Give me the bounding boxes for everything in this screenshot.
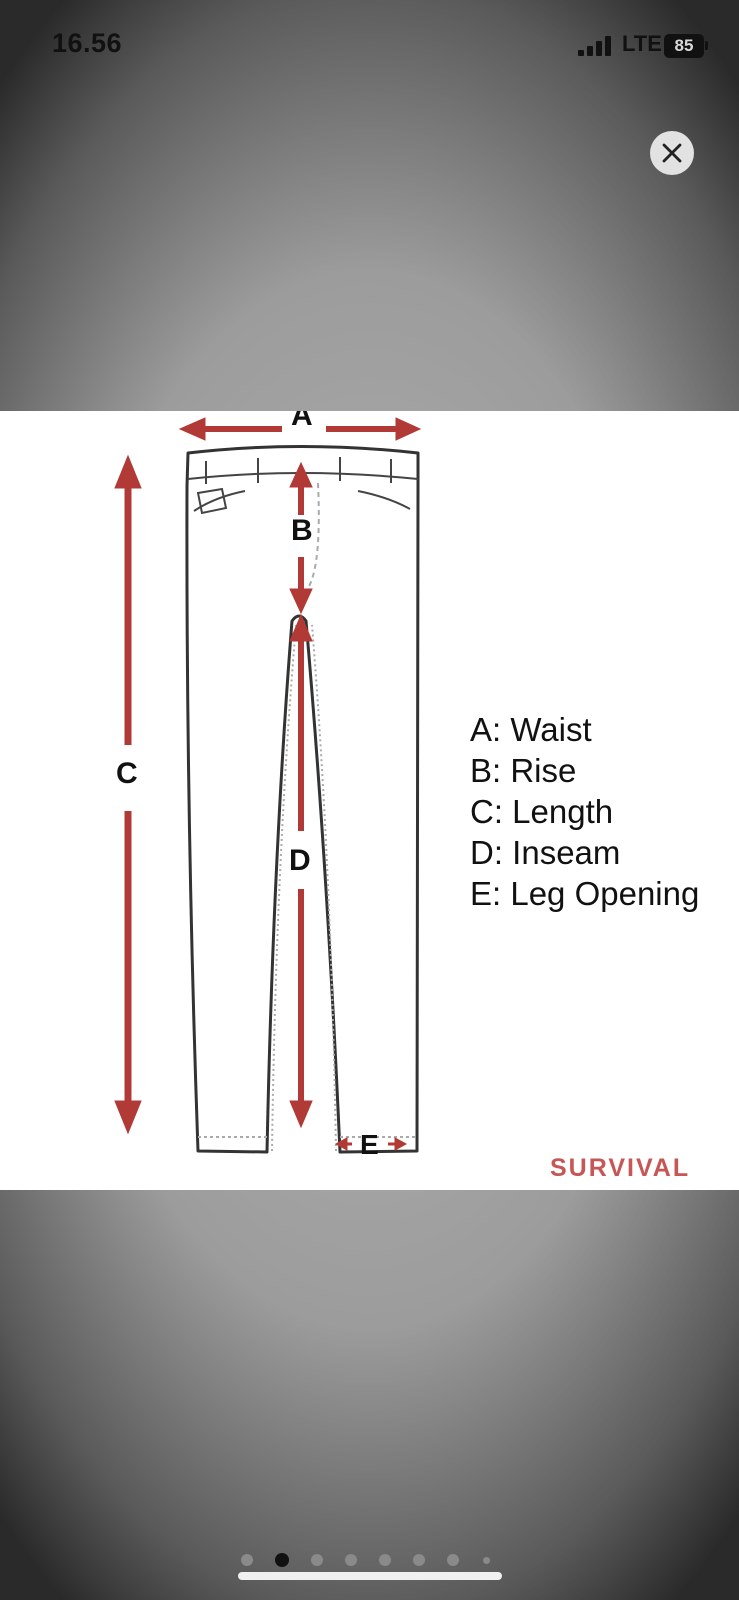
pants-outline <box>185 445 420 1154</box>
page-dot[interactable] <box>447 1554 459 1566</box>
page-dot[interactable] <box>241 1554 253 1566</box>
page-indicator[interactable] <box>237 1551 507 1569</box>
pocket-left <box>193 490 246 512</box>
arrow-c-bottom <box>114 1100 142 1135</box>
network-type: LTE <box>622 31 662 56</box>
status-bar: 16.56 LTE 85 <box>0 0 739 92</box>
page-dot[interactable] <box>379 1554 391 1566</box>
page-dot[interactable] <box>345 1554 357 1566</box>
size-chart-image: A B C D E A: Waist B: Rise C: Length D: … <box>0 411 739 1190</box>
legend-item-rise: B: Rise <box>470 752 577 789</box>
signal-icon <box>578 36 614 56</box>
legend-item-waist: A: Waist <box>470 711 592 748</box>
seam-right <box>311 624 337 1152</box>
label-a: A <box>291 411 313 432</box>
survival-logo: SURVIVAL <box>550 1154 691 1182</box>
battery-tip <box>705 41 708 50</box>
label-b: B <box>291 514 313 547</box>
fly-stitch <box>305 482 320 592</box>
label-e: E <box>360 1129 379 1160</box>
legend-item-inseam: D: Inseam <box>470 834 621 871</box>
status-time: 16.56 <box>52 28 123 58</box>
arrow-e-right <box>394 1137 408 1151</box>
label-c: C <box>116 757 138 790</box>
pocket-right <box>357 490 411 510</box>
arrow-c-top <box>114 454 142 489</box>
legend-item-leg-opening: E: Leg Opening <box>470 875 700 912</box>
pants-diagram <box>114 417 422 1154</box>
arrow-b-bottom <box>289 588 313 615</box>
close-button[interactable] <box>650 131 694 175</box>
arrow-d-bottom <box>289 1100 313 1129</box>
close-icon <box>662 143 682 163</box>
arrow-a-right <box>395 417 422 441</box>
page-dot-active[interactable] <box>275 1553 289 1567</box>
coin-pocket <box>196 487 228 515</box>
seam-left <box>271 624 297 1152</box>
measurement-legend: A: Waist B: Rise C: Length D: Inseam E: … <box>470 709 699 914</box>
page-dot[interactable] <box>483 1557 490 1564</box>
page-dot[interactable] <box>413 1554 425 1566</box>
label-d: D <box>289 844 311 877</box>
battery-icon: 85 <box>664 34 704 58</box>
home-indicator[interactable] <box>238 1572 502 1580</box>
page-dot[interactable] <box>311 1554 323 1566</box>
legend-item-length: C: Length <box>470 793 614 830</box>
